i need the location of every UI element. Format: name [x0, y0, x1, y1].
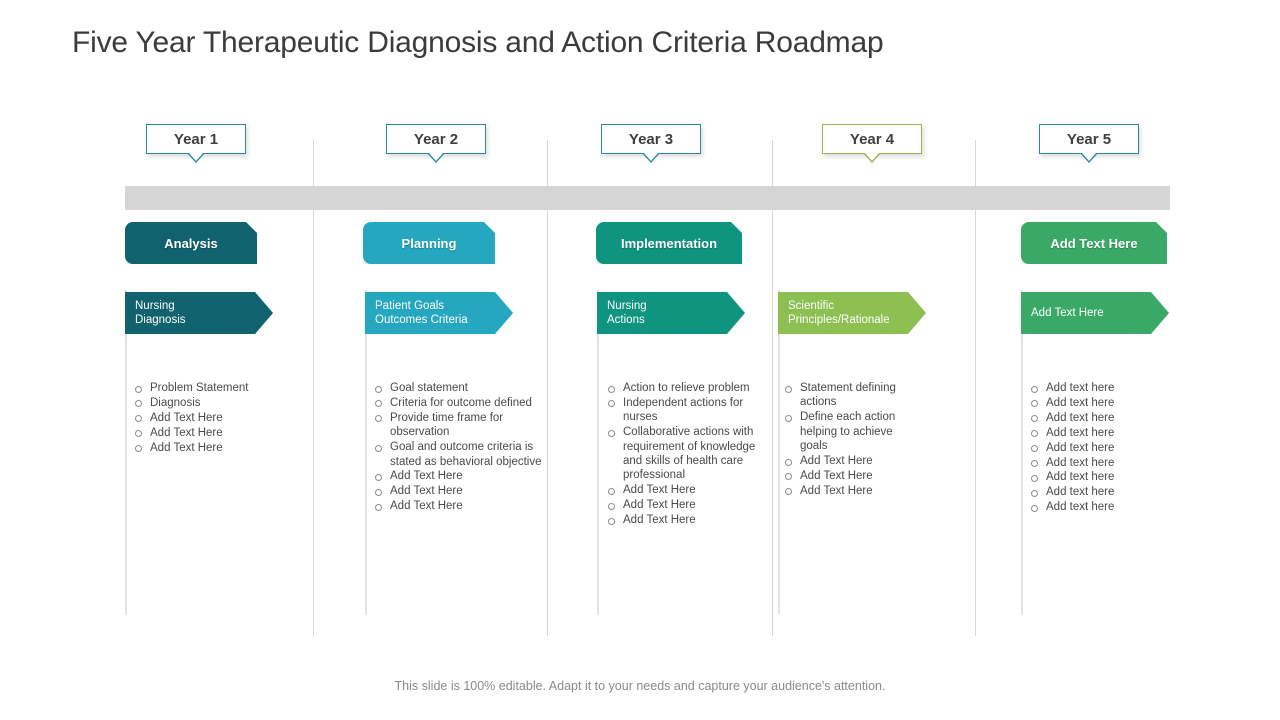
list-item[interactable]: Add text here: [1024, 411, 1164, 425]
slide-footer-note: This slide is 100% editable. Adapt it to…: [394, 679, 886, 693]
year-badge-pointer-icon: [1080, 153, 1098, 163]
stage-arrow-line: Outcomes Criteria: [375, 314, 468, 326]
list-item[interactable]: Add text here: [1024, 485, 1164, 499]
stage-arrow-line: Nursing: [607, 300, 647, 312]
stage-arrow-line: Diagnosis: [135, 314, 186, 326]
list-item[interactable]: Add text here: [1024, 426, 1164, 440]
list-item[interactable]: Add text here: [1024, 381, 1164, 395]
year-badge-pointer-icon: [427, 153, 445, 163]
stage-arrow-line: Scientific: [788, 300, 835, 312]
year-badge-1[interactable]: Year 1: [146, 124, 246, 163]
list-item[interactable]: Collaborative actions with requirement o…: [601, 425, 776, 483]
list-item[interactable]: Add text here: [1024, 500, 1164, 514]
phase-banner-5[interactable]: Add Text Here: [1021, 222, 1167, 264]
timeline-separator-1: [313, 140, 314, 636]
list-item[interactable]: Add Text Here: [601, 513, 776, 527]
stage-arrow-line: Principles/Rationale: [788, 314, 890, 326]
list-item[interactable]: Add Text Here: [778, 484, 898, 498]
year-badge-pointer-icon: [863, 153, 881, 163]
list-item[interactable]: Add Text Here: [778, 454, 898, 468]
list-item[interactable]: Add text here: [1024, 456, 1164, 470]
column-rule-4: [778, 290, 780, 615]
column-rule-2: [365, 290, 367, 615]
timeline-separator-2: [547, 140, 548, 636]
list-item[interactable]: Problem Statement: [128, 381, 303, 395]
year-badge-pointer-icon: [187, 153, 205, 163]
phase-banner-1[interactable]: Analysis: [125, 222, 257, 264]
timeline-separator-3: [772, 140, 773, 636]
list-item[interactable]: Add Text Here: [601, 483, 776, 497]
list-item[interactable]: Add Text Here: [128, 411, 303, 425]
page-title: Five Year Therapeutic Diagnosis and Acti…: [72, 26, 884, 59]
year-badge-label: Year 2: [413, 130, 459, 148]
list-item[interactable]: Add text here: [1024, 396, 1164, 410]
list-item[interactable]: Statement defining actions: [778, 381, 898, 410]
phase-banner-label: Add Text Here: [1050, 235, 1138, 251]
year-badge-3[interactable]: Year 3: [601, 124, 701, 163]
year-badge-4[interactable]: Year 4: [822, 124, 922, 163]
phase-banner-3[interactable]: Implementation: [596, 222, 742, 264]
stage-arrow-line: Actions: [607, 314, 645, 326]
timeline-bar: [125, 186, 1170, 210]
list-item[interactable]: Add text here: [1024, 470, 1164, 484]
stage-arrow-line: Nursing: [135, 300, 175, 312]
timeline-separator-4: [975, 140, 976, 636]
list-item[interactable]: Add Text Here: [368, 484, 543, 498]
list-item[interactable]: Define each action helping to achieve go…: [778, 410, 898, 453]
year-badge-label: Year 5: [1066, 130, 1112, 148]
year-badge-label: Year 1: [173, 130, 219, 148]
phase-banner-2[interactable]: Planning: [363, 222, 495, 264]
year-badge-label: Year 4: [849, 130, 895, 148]
list-item[interactable]: Diagnosis: [128, 396, 303, 410]
column-rule-1: [125, 290, 127, 615]
year-badge-2[interactable]: Year 2: [386, 124, 486, 163]
list-item[interactable]: Action to relieve problem: [601, 381, 776, 395]
list-item[interactable]: Add Text Here: [778, 469, 898, 483]
list-item[interactable]: Independent actions for nurses: [601, 396, 776, 425]
stage-arrow-line: Add Text Here: [1031, 307, 1104, 319]
year-badge-pointer-icon: [642, 153, 660, 163]
phase-banner-label: Analysis: [164, 235, 218, 251]
list-item[interactable]: Provide time frame for observation: [368, 411, 543, 440]
stage-arrow-line: Patient Goals: [375, 300, 445, 312]
list-item[interactable]: Add Text Here: [368, 469, 543, 483]
year-badge-label: Year 3: [628, 130, 674, 148]
list-item[interactable]: Criteria for outcome defined: [368, 396, 543, 410]
list-item[interactable]: Add Text Here: [368, 499, 543, 513]
list-item[interactable]: Goal and outcome criteria is stated as b…: [368, 440, 543, 469]
year-badge-5[interactable]: Year 5: [1039, 124, 1139, 163]
list-item[interactable]: Add Text Here: [128, 426, 303, 440]
list-item[interactable]: Goal statement: [368, 381, 543, 395]
list-item[interactable]: Add Text Here: [128, 441, 303, 455]
phase-banner-label: Implementation: [620, 235, 718, 251]
stage-arrow-5[interactable]: Add Text Here: [1021, 292, 1169, 334]
list-item[interactable]: Add Text Here: [601, 498, 776, 512]
column-rule-3: [597, 290, 599, 615]
column-rule-5: [1021, 290, 1023, 615]
list-item[interactable]: Add text here: [1024, 441, 1164, 455]
phase-banner-label: Planning: [401, 235, 457, 251]
